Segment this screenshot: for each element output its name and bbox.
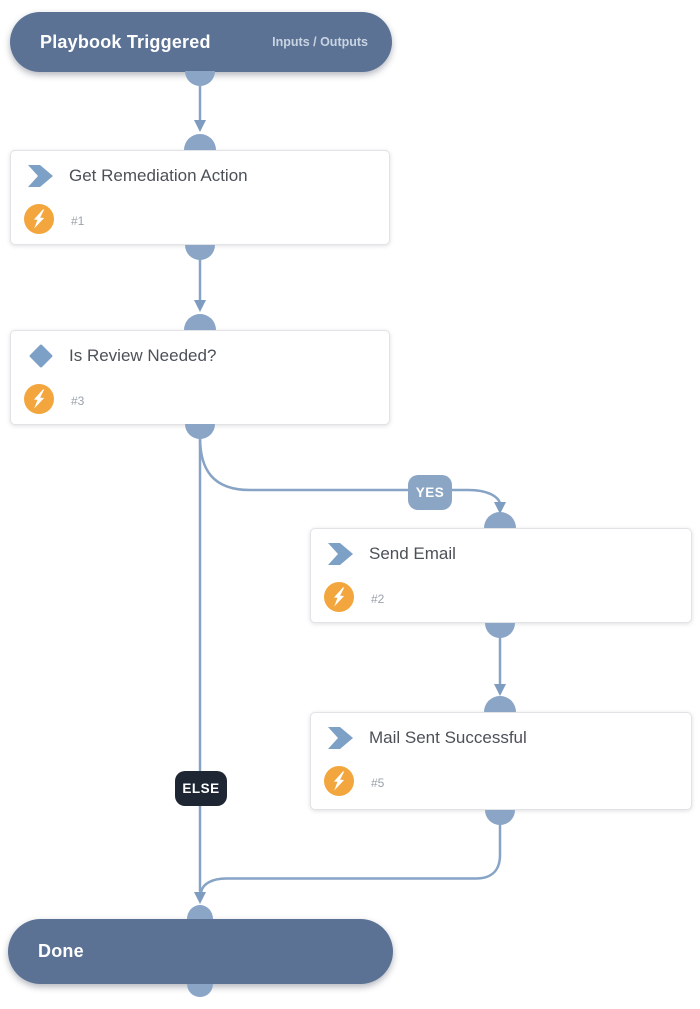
connector-yes-line-right [450, 488, 502, 505]
branch-else-text: ELSE [182, 781, 220, 796]
arrowhead-into-task3 [194, 300, 206, 312]
task-card-send-email[interactable]: Send Email #2 [310, 528, 692, 623]
port-done-in[interactable] [187, 905, 213, 919]
connector-task5-to-done [200, 820, 502, 893]
arrowhead-into-task2 [494, 502, 506, 514]
inputs-outputs-link[interactable]: Inputs / Outputs [272, 35, 368, 49]
lightning-bolt-icon [333, 771, 345, 791]
lightning-bolt-icon [33, 209, 45, 229]
task-card-is-review-needed[interactable]: Is Review Needed? #3 [10, 330, 390, 425]
port-task5-in[interactable] [484, 696, 516, 712]
lightning-bolt-icon [33, 389, 45, 409]
task-id: #2 [371, 592, 385, 606]
task-title: Send Email [369, 544, 456, 563]
automation-badge[interactable] [324, 582, 354, 612]
chevron-action-icon [328, 726, 354, 750]
task-id: #1 [71, 214, 85, 228]
chevron-action-icon [328, 542, 354, 566]
task-id: #5 [371, 776, 385, 790]
automation-badge[interactable] [24, 384, 54, 414]
connector-yes-line-left [198, 435, 410, 492]
task-title: Mail Sent Successful [369, 728, 527, 747]
arrowhead-into-task1 [194, 120, 206, 132]
end-node-done[interactable]: Done [8, 919, 393, 984]
arrowhead-into-done [194, 892, 206, 904]
task-card-get-remediation-action[interactable]: Get Remediation Action #1 [10, 150, 390, 245]
branch-label-else[interactable]: ELSE [175, 771, 227, 806]
port-task3-in[interactable] [184, 314, 216, 330]
chevron-action-icon [28, 164, 54, 188]
diamond-condition-icon [28, 344, 54, 368]
task-title: Is Review Needed? [69, 346, 217, 365]
port-task2-in[interactable] [484, 512, 516, 528]
end-node-title: Done [38, 941, 84, 961]
branch-label-yes[interactable]: YES [408, 475, 452, 510]
port-task2-out[interactable] [485, 623, 515, 638]
lightning-bolt-icon [333, 587, 345, 607]
port-start-out[interactable] [185, 71, 215, 86]
task-card-mail-sent-successful[interactable]: Mail Sent Successful #5 [310, 712, 692, 810]
port-task1-in[interactable] [184, 134, 216, 150]
branch-yes-text: YES [415, 485, 445, 500]
task-id: #3 [71, 394, 85, 408]
automation-badge[interactable] [324, 766, 354, 796]
port-task1-out[interactable] [185, 245, 215, 260]
port-task3-out[interactable] [185, 424, 215, 439]
task-title: Get Remediation Action [69, 166, 248, 185]
automation-badge[interactable] [24, 204, 54, 234]
port-task5-out[interactable] [485, 810, 515, 825]
port-done-out[interactable] [187, 984, 213, 997]
start-node-title: Playbook Triggered [40, 31, 211, 52]
arrowhead-into-task5 [494, 684, 506, 696]
start-node-playbook-triggered[interactable]: Playbook Triggered Inputs / Outputs [10, 12, 392, 72]
